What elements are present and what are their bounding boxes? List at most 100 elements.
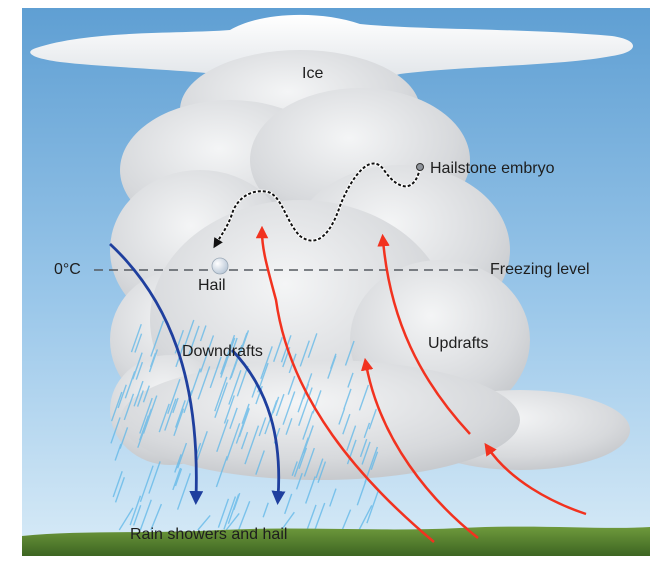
rain-streak	[329, 488, 337, 507]
rain-streak	[240, 431, 249, 450]
ground-hills	[22, 526, 650, 556]
rain-streak	[307, 333, 318, 358]
rain-streak	[174, 468, 183, 487]
rain-streak	[136, 390, 144, 407]
rain-streak	[176, 442, 188, 469]
rain-streak	[117, 384, 127, 409]
rain-streak	[225, 423, 241, 461]
rain-streak	[298, 387, 313, 426]
rain-streak	[172, 467, 182, 491]
rain-streak	[164, 398, 177, 431]
rain-streak	[285, 418, 293, 435]
rain-streak	[167, 378, 181, 414]
rain-streak	[358, 505, 373, 531]
rain-streak	[148, 461, 161, 494]
rain-streak	[366, 489, 380, 524]
rain-streak	[114, 443, 122, 461]
rain-streak	[199, 335, 215, 373]
rain-streak	[238, 408, 250, 438]
rain-streak	[158, 403, 170, 433]
rain-streak	[302, 425, 314, 454]
rain-streak	[275, 393, 285, 417]
rain-streak	[236, 365, 249, 397]
rain-streak	[338, 408, 346, 425]
rain-streak	[172, 397, 179, 414]
rain-streak	[306, 504, 317, 531]
rain-streak	[209, 356, 222, 389]
rain-streak	[298, 447, 308, 470]
rain-streak	[176, 473, 191, 510]
rain-streak	[255, 450, 265, 475]
rain-shaft	[110, 319, 380, 531]
rain-streak	[260, 346, 273, 380]
freezing-level-label: Freezing level	[490, 261, 590, 278]
rain-streak	[302, 411, 314, 440]
rain-streak	[244, 425, 260, 465]
rain-streak	[139, 415, 150, 441]
downdraft-arrow-1	[109, 242, 204, 505]
updrafts-label: Updrafts	[428, 335, 489, 352]
hailstone-embryo-label: Hailstone embryo	[430, 160, 555, 177]
rain-streak	[280, 335, 292, 363]
rain-streak	[255, 385, 263, 405]
rain-streak	[197, 366, 211, 400]
rain-streak	[216, 419, 229, 453]
rain-streak	[118, 507, 134, 531]
rain-streak	[343, 388, 352, 410]
rain-streak	[233, 492, 241, 511]
rain-streak	[135, 361, 144, 380]
rain-streak	[190, 368, 201, 397]
rain-streak	[346, 425, 357, 451]
rain-streak	[228, 370, 242, 405]
rain-streak	[305, 476, 316, 504]
rain-streak	[110, 417, 121, 444]
rain-streak	[139, 465, 154, 503]
rain-streak	[342, 413, 351, 435]
rain-streak	[129, 495, 142, 526]
rain-streak	[225, 512, 240, 531]
hail-label: Hail	[198, 277, 226, 294]
rain-streak	[184, 319, 195, 346]
rain-streak	[142, 395, 158, 434]
rain-streak	[341, 509, 352, 531]
rain-streak	[139, 499, 152, 531]
rain-streak	[368, 408, 377, 430]
rain-streak	[314, 502, 326, 531]
rain-streak	[174, 454, 182, 473]
rain-streak	[112, 471, 123, 498]
rain-streak	[114, 477, 126, 503]
rain-streak	[315, 458, 324, 479]
rain-streak	[356, 480, 367, 506]
rain-streak	[358, 384, 370, 411]
rain-streak	[142, 385, 150, 403]
rain-showers-label: Rain showers and hail	[130, 526, 288, 543]
zero-celsius-label: 0°C	[54, 261, 81, 278]
updraft-arrow-4	[484, 442, 587, 516]
rain-streak	[124, 371, 136, 399]
rain-streak	[223, 496, 237, 530]
rain-streak	[284, 493, 293, 515]
rain-streak	[317, 461, 327, 483]
rain-streak	[237, 501, 251, 531]
rain-streak	[312, 390, 322, 414]
rain-streak	[272, 396, 280, 414]
updraft-arrow-2	[377, 233, 471, 435]
rain-streak	[346, 439, 357, 465]
updraft-arrows	[255, 225, 587, 543]
rain-streak	[215, 455, 228, 488]
rain-streak	[217, 498, 230, 528]
rain-streak	[359, 438, 368, 458]
downdraft-arrow-2	[230, 349, 286, 505]
rain-streak	[303, 447, 315, 477]
rain-streak	[299, 340, 310, 367]
hailstone-path	[213, 162, 421, 249]
rain-streak	[173, 408, 185, 437]
rain-streak	[132, 505, 142, 526]
cumulonimbus-tower	[110, 50, 630, 480]
rain-streak	[347, 372, 354, 388]
rain-streak	[148, 349, 159, 373]
rain-streak	[291, 461, 298, 477]
rain-streak	[295, 472, 303, 490]
rain-streak	[214, 376, 228, 412]
